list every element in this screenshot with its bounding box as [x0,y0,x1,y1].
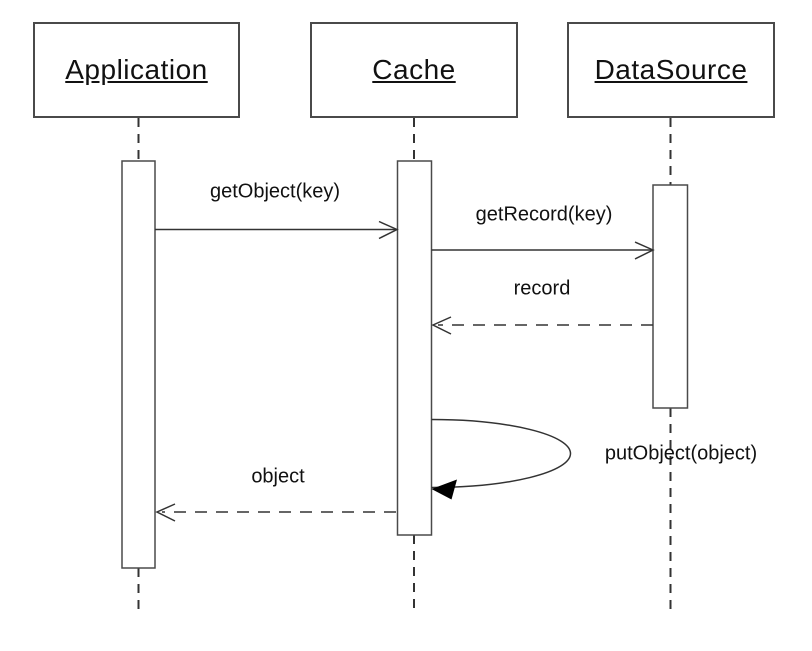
actor-label-datasource: DataSource [594,54,748,85]
arrow-getrecord [431,241,655,260]
arrow-getobject [155,220,399,240]
message-label-getrecord: getRecord(key) [475,203,613,226]
activation-bar-datasource [652,184,689,409]
actor-box-datasource: DataSource [567,22,775,118]
activation-bar-cache [396,160,433,536]
message-label-putobject: putObject(object) [604,442,758,465]
arrow-record [431,316,653,335]
arrow-putobject-selfloop [431,418,572,500]
message-label-getobject: getObject(key) [209,180,341,203]
actor-box-cache: Cache [310,22,518,118]
arrowhead-filled-left [431,479,457,500]
arrowhead-open-left [431,316,452,335]
arrowhead-open-left [155,503,176,522]
activation-bar-application [121,160,156,569]
message-label-object: object [251,465,305,488]
arrowhead-open-right [634,241,655,260]
actor-box-application: Application [33,22,240,118]
actor-label-cache: Cache [372,54,456,85]
actor-label-application: Application [65,54,208,85]
message-label-record: record [513,277,571,300]
arrow-object [155,503,396,522]
arrowhead-open-right [378,220,399,240]
